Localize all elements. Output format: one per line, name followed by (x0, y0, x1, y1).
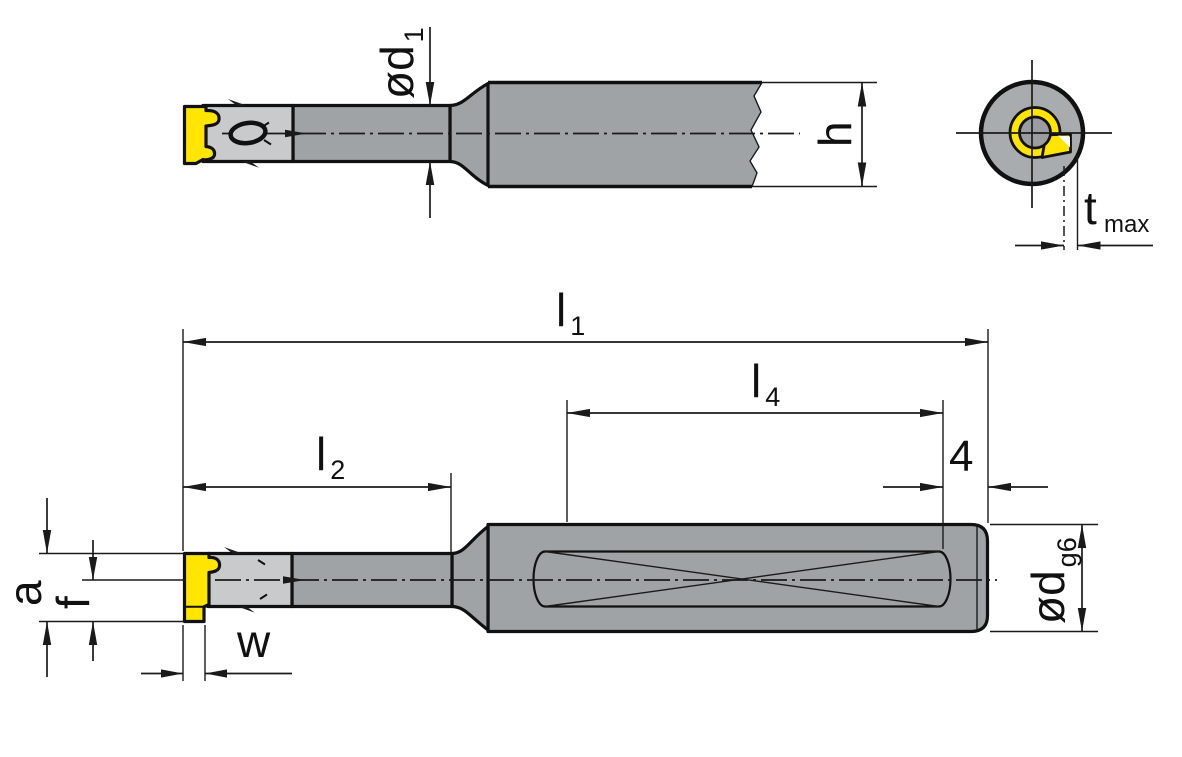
dimension-h: h (809, 82, 867, 187)
arrowhead (965, 337, 988, 347)
serration-tick (261, 121, 270, 128)
dimension-clamp-offset: 4 (883, 432, 1048, 492)
dimension-d-g6: ødg6 (1022, 524, 1087, 632)
serration-tick (259, 593, 268, 600)
plan-insert (182, 551, 222, 624)
arrowhead (88, 621, 98, 645)
clamp-slot (228, 120, 268, 146)
dimension-d1: ød1 (371, 27, 435, 218)
side-shank-cylinder (488, 82, 762, 187)
arrowhead (988, 482, 1011, 492)
dim-label-f: f (47, 596, 99, 609)
dimension-f: f (47, 540, 99, 661)
arrowhead (42, 621, 52, 645)
end-view-tip-gap (1058, 135, 1070, 148)
plan-transition (450, 524, 490, 632)
dim-label-dg6: ødg6 (1022, 537, 1082, 624)
arrowhead (428, 482, 451, 492)
arrowhead (857, 162, 867, 187)
arrowhead (161, 669, 183, 678)
arrowhead (183, 337, 206, 347)
dim-label-w: w (236, 615, 271, 667)
arrowhead (567, 408, 590, 418)
arrowhead (42, 530, 52, 554)
serration-tick (263, 139, 272, 146)
arrowhead (857, 82, 867, 107)
arrowhead (1077, 608, 1087, 632)
centerline-arrow-plan (283, 576, 305, 584)
arrowhead (183, 482, 206, 492)
arrowhead (425, 82, 435, 106)
serration-mark (228, 99, 247, 106)
break-line (749, 82, 763, 187)
dim-label-h: h (809, 121, 861, 147)
centerline-arrow-side (285, 129, 307, 138)
serration-tick (257, 559, 266, 566)
arrowhead (1041, 241, 1064, 250)
dimension-t-max: t max (1015, 155, 1153, 250)
arrowhead (1077, 524, 1087, 548)
side-view: ød1 h (182, 27, 877, 218)
arrowhead (1077, 241, 1101, 250)
arrowhead (920, 408, 943, 418)
serration-mark (224, 547, 243, 554)
arrowhead (920, 482, 943, 492)
dimension-a: a (0, 498, 52, 677)
clamp-flat-cross (544, 550, 940, 608)
serration-mark (237, 606, 255, 613)
dimension-w: w (141, 615, 292, 678)
arrowhead (205, 669, 227, 678)
end-view: t max (956, 60, 1153, 250)
side-transition (448, 81, 490, 188)
arrowhead (425, 161, 435, 185)
dim-label-4: 4 (949, 432, 973, 481)
dim-label-t: t (1084, 182, 1097, 234)
dim-label-t-sub: max (1104, 211, 1149, 238)
dim-label-d1: ød1 (371, 27, 429, 99)
serration-mark (241, 161, 259, 168)
side-insert (182, 104, 221, 166)
arrowhead (88, 557, 98, 580)
dim-label-a: a (0, 580, 51, 606)
